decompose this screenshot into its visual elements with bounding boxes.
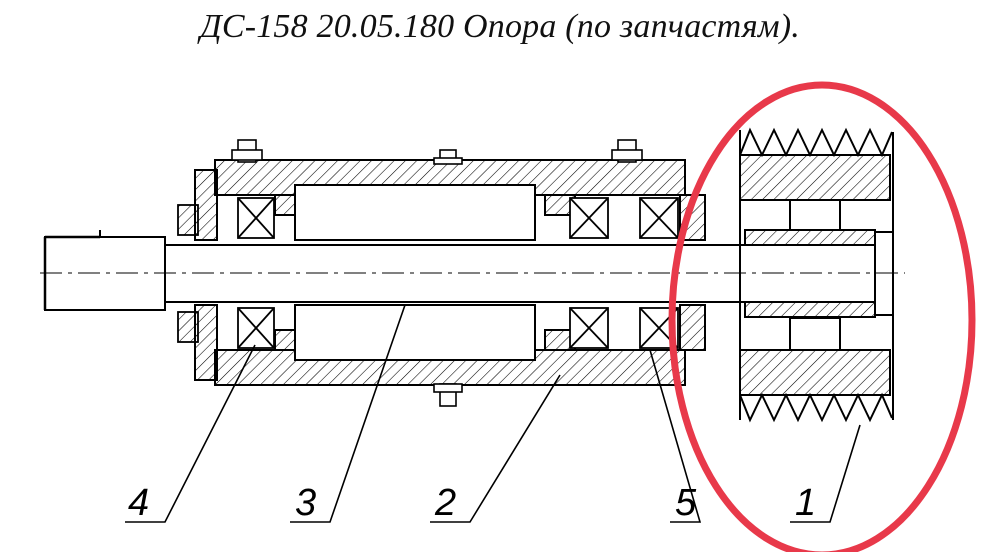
pulley (739, 127, 894, 423)
bolt-top-middle (433, 149, 463, 165)
leader-5 (649, 349, 702, 523)
callout-labels: 4 3 2 5 1 (128, 482, 816, 524)
pulley-grooves-bottom (739, 392, 893, 423)
bolts (231, 139, 643, 407)
highlight-ellipse (668, 81, 976, 552)
leader-3 (290, 304, 406, 523)
bolt-top-right (611, 139, 643, 163)
leader-1 (790, 424, 861, 523)
sleeve (294, 184, 536, 361)
bearing-left (177, 197, 275, 349)
callout-5: 5 (675, 482, 697, 524)
pulley-grooves-top (739, 127, 893, 158)
bolt-bottom-middle (433, 383, 463, 407)
callout-3: 3 (295, 482, 316, 524)
leader-4 (125, 344, 256, 523)
leader-lines (125, 304, 861, 523)
bolt-top-left (231, 139, 263, 163)
callout-4: 4 (128, 482, 149, 524)
leader-2 (430, 374, 561, 523)
callout-1: 1 (795, 482, 816, 524)
drawing-title: ДС-158 20.05.180 Опора (по запчастям). (200, 8, 800, 45)
callout-2: 2 (434, 482, 456, 524)
